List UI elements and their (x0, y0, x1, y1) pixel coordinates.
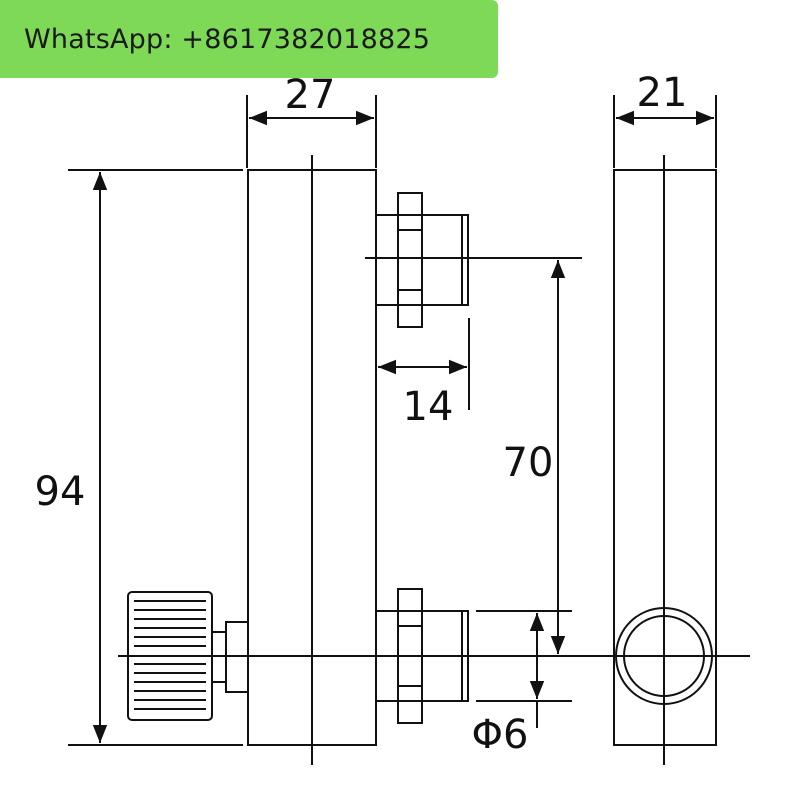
label-side-width: 21 (637, 70, 688, 116)
upper-fitting (375, 192, 469, 328)
dim-port-diameter (476, 610, 572, 728)
label-total-height: 94 (35, 469, 86, 515)
whatsapp-contact-text: WhatsApp: +8617382018825 (24, 23, 431, 55)
label-port-spacing: 70 (503, 440, 554, 486)
label-fitting-length: 14 (403, 384, 454, 430)
label-port-diameter: Φ6 (472, 712, 529, 758)
dim-total-height (68, 169, 243, 746)
dim-top-width (246, 95, 377, 168)
label-top-width: 27 (285, 72, 336, 118)
dim-side-width (613, 95, 717, 168)
whatsapp-banner: WhatsApp: +8617382018825 (0, 0, 498, 78)
dim-fitting-length (378, 318, 470, 410)
